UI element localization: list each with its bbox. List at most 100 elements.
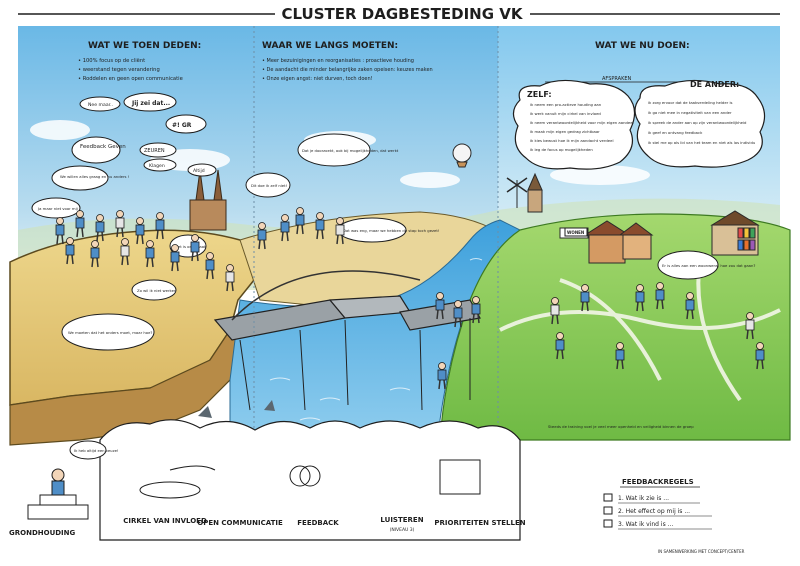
person-figure <box>471 296 481 324</box>
person-figure <box>170 244 180 272</box>
person-figure <box>315 212 325 240</box>
bubble-feedback-geven: Feedback Geven <box>80 144 126 150</box>
person-figure <box>655 282 665 310</box>
foundations-row: GRONDHOUDING CIRKEL VAN INVLOED OPEN COM… <box>9 419 526 541</box>
foundation-5-label: PRIORITEITEN STELLEN <box>434 519 525 527</box>
ander-item-3: ik spreek de ander aan op zijn verantwoo… <box>648 120 747 125</box>
speech-bubbles-right: WONEN Er is alles aan een woonwens, hoe … <box>548 227 755 429</box>
afspraken-label: AFSPRAKEN <box>602 76 632 82</box>
bubble-zeuren: ZEUREN <box>144 148 165 154</box>
person-figure <box>135 217 145 245</box>
bubble-doorzoek: Dat je doorzoekt, ook bij mogelijkheden,… <box>302 148 399 153</box>
person-figure <box>550 297 560 325</box>
bubble-zo-wil: Zo wil ik niet werken <box>137 288 177 293</box>
foundation-4-sub: (NIVEAU 3) <box>390 527 415 533</box>
foundation-1-label: CIRKEL VAN INVLOED <box>123 517 207 525</box>
person-figure <box>335 217 345 245</box>
page-title: CLUSTER DAGBESTEDING VK <box>282 5 524 23</box>
person-figure <box>155 212 165 240</box>
zelf-item-4: ik maak mijn eigen gedrag zichtbaar <box>530 129 600 134</box>
ander-item-4: ik geef en ontvang feedback <box>648 130 703 135</box>
middle-column-text: WAAR WE LANGS MOETEN: • Meer bezuiniging… <box>262 41 433 82</box>
bridge <box>213 270 481 411</box>
title-banner: CLUSTER DAGBESTEDING VK <box>18 5 780 23</box>
person-figure <box>90 240 100 268</box>
bubble-was-eng: Dat was eng, maar we hebben de stap toch… <box>343 228 439 233</box>
person-figure <box>635 284 645 312</box>
bubble-klagen: Klagen <box>149 163 165 169</box>
right-heading: WAT WE NU DOEN: <box>595 41 690 51</box>
person-figure <box>615 342 625 370</box>
person-figure <box>75 210 85 238</box>
bubble-moeten-anders: We moeten dat het anders moet, maar hoe? <box>68 330 152 335</box>
person-figure <box>115 210 125 238</box>
foundation-4-label: LUISTEREN <box>380 516 423 524</box>
ander-label: DE ANDER: <box>690 80 739 89</box>
person-figure <box>120 238 130 266</box>
person-figure <box>453 300 463 328</box>
middle-bullet-3: • Onze eigen angst: niet durven, toch do… <box>262 76 373 82</box>
person-figure <box>745 312 755 340</box>
zelf-item-6: ik leg de focus op mogelijkheden <box>530 147 593 152</box>
bubble-altijd: Altijd <box>193 168 205 174</box>
middle-heading: WAAR WE LANGS MOETEN: <box>262 41 398 51</box>
person-figure <box>95 214 105 242</box>
feedbackregel-1: 1. Wat ik zie is ... <box>618 495 669 502</box>
shark-fins <box>198 400 275 418</box>
ander-item-2: ik ga niet mee in negativiteit van een a… <box>648 110 732 115</box>
column-dividers <box>253 26 499 440</box>
person-figure <box>685 292 695 320</box>
zelf-item-1: ik neem een pro-actieve houding aan <box>530 102 602 107</box>
person-figure <box>437 362 447 390</box>
speech-bubbles-middle: Dit doe ik zelf niet! Dat je doorzoekt, … <box>245 133 439 243</box>
bubble-dit-doe: Dit doe ik zelf niet! <box>251 183 287 188</box>
feedbackregels: FEEDBACKREGELS 1. Wat ik zie is ... 2. H… <box>603 478 712 530</box>
people <box>55 207 765 390</box>
credit: IN SAMENWERKING MET CONCEPT/CENTER <box>658 549 745 554</box>
person-figure <box>145 240 155 268</box>
person-figure <box>580 284 590 312</box>
bubble-eigen-huis: Er is alles aan een woonwens, hoe zou da… <box>662 263 755 268</box>
bubble-nee-maar: Nee maar.. <box>88 102 113 108</box>
ander-item-1: ik zorg ervoor dat de taakverdeling held… <box>648 100 732 105</box>
grondhouding: Ik heb altijd een keuze! <box>27 440 118 520</box>
village <box>452 143 760 264</box>
person-figure <box>65 237 75 265</box>
person-figure <box>555 332 565 360</box>
zelf-item-2: ik werk vanuit mijn cirkel van invloed <box>530 111 601 116</box>
foundation-2-label: OPEN COMMUNICATIE <box>197 519 283 527</box>
ander-cloud: DE ANDER: ik zorg ervoor dat de taakverd… <box>634 79 766 168</box>
foundation-3-label: FEEDBACK <box>297 519 339 527</box>
grondhouding-label: GRONDHOUDING <box>9 529 76 537</box>
water-ripples <box>269 258 483 421</box>
left-bullet-3: • Roddelen en geen open communicatie <box>78 76 183 82</box>
person-figure <box>190 234 200 262</box>
left-bullet-1: • 100% focus op de cliënt <box>78 58 145 64</box>
note-steeds-meer: Steeds de training voel je veel meer ope… <box>548 424 694 429</box>
zelf-label: ZELF: <box>527 90 552 99</box>
feedbackregel-3: 3. Wat ik vind is ... <box>618 521 673 528</box>
person-figure <box>205 252 215 280</box>
ander-item-5: ik stel me op als lid van het team en ni… <box>648 140 756 145</box>
left-heading: WAT WE TOEN DEDEN: <box>88 41 201 51</box>
speech-bubbles-left: Nee maar.. Jij zei dat... #! GR Feedback… <box>31 92 217 351</box>
feedbackregel-2: 2. Het effect op mij is ... <box>618 508 690 515</box>
bubble-heb-altijd: Ik heb altijd een keuze! <box>74 448 118 453</box>
bubble-willen-anders: We willen alles graag en nu anders ! <box>60 174 129 179</box>
person-figure <box>755 342 765 370</box>
middle-bullet-1: • Meer bezuinigingen en reorganisaties :… <box>262 58 414 64</box>
middle-bullet-2: • De aandacht die minder belangrijke zak… <box>262 67 433 73</box>
left-column-text: WAT WE TOEN DEDEN: • 100% focus op de cl… <box>78 41 201 82</box>
bubble-ja-maar: Ja maar niet voor mij <box>37 206 78 211</box>
zelf-item-5: ik kies bewust hoe ik mijn aandacht verd… <box>530 138 614 143</box>
person-figure <box>225 264 235 292</box>
person-figure <box>55 217 65 245</box>
church-left <box>189 169 227 231</box>
left-bullet-2: • weerstand tegen verandering <box>78 67 160 73</box>
bubble-jij-zei: Jij zei dat... <box>131 100 170 107</box>
feedbackregels-title: FEEDBACKREGELS <box>622 478 694 486</box>
zelf-item-3: ik neem verantwoordelijkheid voor mijn e… <box>530 120 634 125</box>
person-figure <box>295 207 305 235</box>
